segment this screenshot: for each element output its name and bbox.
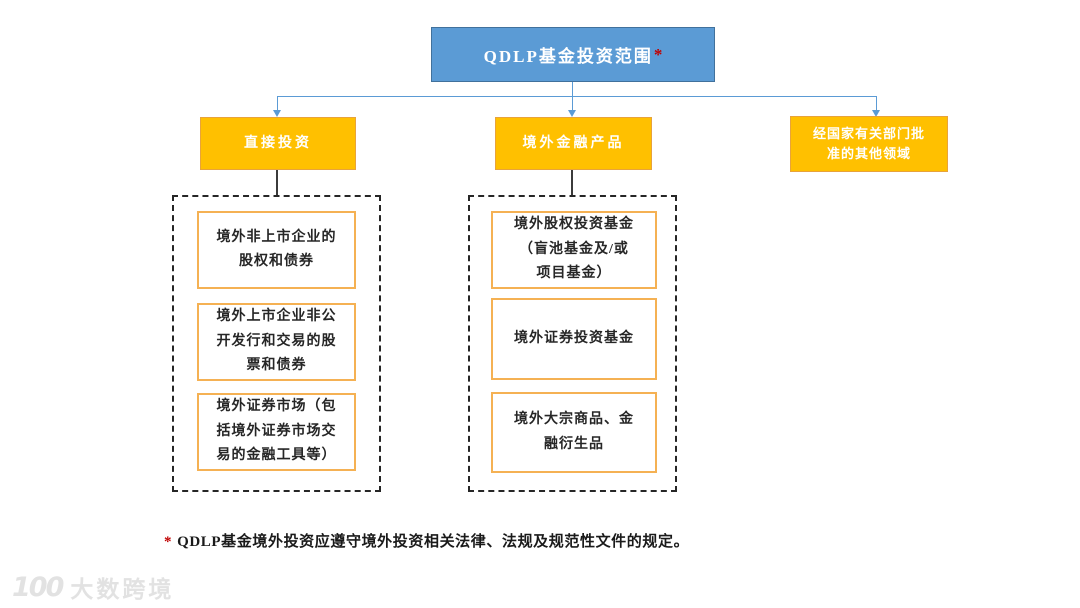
arrowhead-branch-2-icon: [568, 110, 576, 117]
item-label: 境外上市企业非公开发行和交易的股票和债券: [216, 309, 337, 374]
item-label: 境外证券市场（包括境外证券市场交易的金融工具等）: [216, 399, 337, 464]
item-box-unlisted-equity-bonds: 境外非上市企业的股权和债券: [197, 211, 356, 289]
item-label: 境外大宗商品、金融衍生品: [514, 412, 634, 452]
item-box-securities-investment-funds: 境外证券投资基金: [491, 298, 657, 380]
connector-drop-branch-1: [277, 96, 278, 111]
branch-label: 经国家有关部门批准的其他领域: [812, 125, 925, 161]
footnote-asterisk: *: [164, 534, 173, 550]
connector-drop-branch-3: [876, 96, 877, 111]
connector-branch-1-to-group: [276, 170, 278, 196]
group-financial-product-items: [468, 195, 677, 492]
branch-label: 境外金融产品: [522, 135, 625, 151]
connector-root-stem: [572, 82, 573, 97]
item-label: 境外非上市企业的股权和债券: [216, 229, 337, 270]
branch-node-direct-investment: 直接投资: [200, 117, 356, 170]
watermark-brand-text: 大数跨境: [70, 577, 175, 603]
connector-drop-branch-2: [572, 96, 573, 111]
item-box-equity-investment-funds: 境外股权投资基金（盲池基金及/或项目基金）: [491, 211, 657, 289]
branch-label: 直接投资: [244, 135, 312, 151]
connector-horizontal-bar: [277, 96, 877, 97]
watermark-logo: 100 大数跨境: [12, 570, 174, 604]
branch-node-other-approved-areas: 经国家有关部门批准的其他领域: [790, 116, 948, 172]
root-node-label: QDLP基金投资范围: [483, 47, 653, 66]
footnote-text: QDLP基金境外投资应遵守境外投资相关法律、法规及规范性文件的规定。: [177, 534, 690, 550]
group-direct-investment-items: [172, 195, 381, 492]
root-node-qdlp-scope: QDLP基金投资范围*: [431, 27, 715, 82]
item-box-commodities-derivatives: 境外大宗商品、金融衍生品: [491, 392, 657, 473]
item-box-listed-nonpublic-stock-bonds: 境外上市企业非公开发行和交易的股票和债券: [197, 303, 356, 381]
item-label: 境外股权投资基金（盲池基金及/或项目基金）: [514, 217, 634, 282]
branch-node-overseas-financial-products: 境外金融产品: [495, 117, 652, 170]
root-footnote-mark: *: [653, 44, 663, 64]
item-box-overseas-securities-market: 境外证券市场（包括境外证券市场交易的金融工具等）: [197, 393, 356, 471]
item-label: 境外证券投资基金: [514, 330, 634, 346]
connector-branch-2-to-group: [571, 170, 573, 196]
watermark-100-icon: 100: [12, 571, 64, 603]
arrowhead-branch-3-icon: [872, 110, 880, 117]
arrowhead-branch-1-icon: [273, 110, 281, 117]
footnote: *QDLP基金境外投资应遵守境外投资相关法律、法规及规范性文件的规定。: [164, 530, 689, 551]
